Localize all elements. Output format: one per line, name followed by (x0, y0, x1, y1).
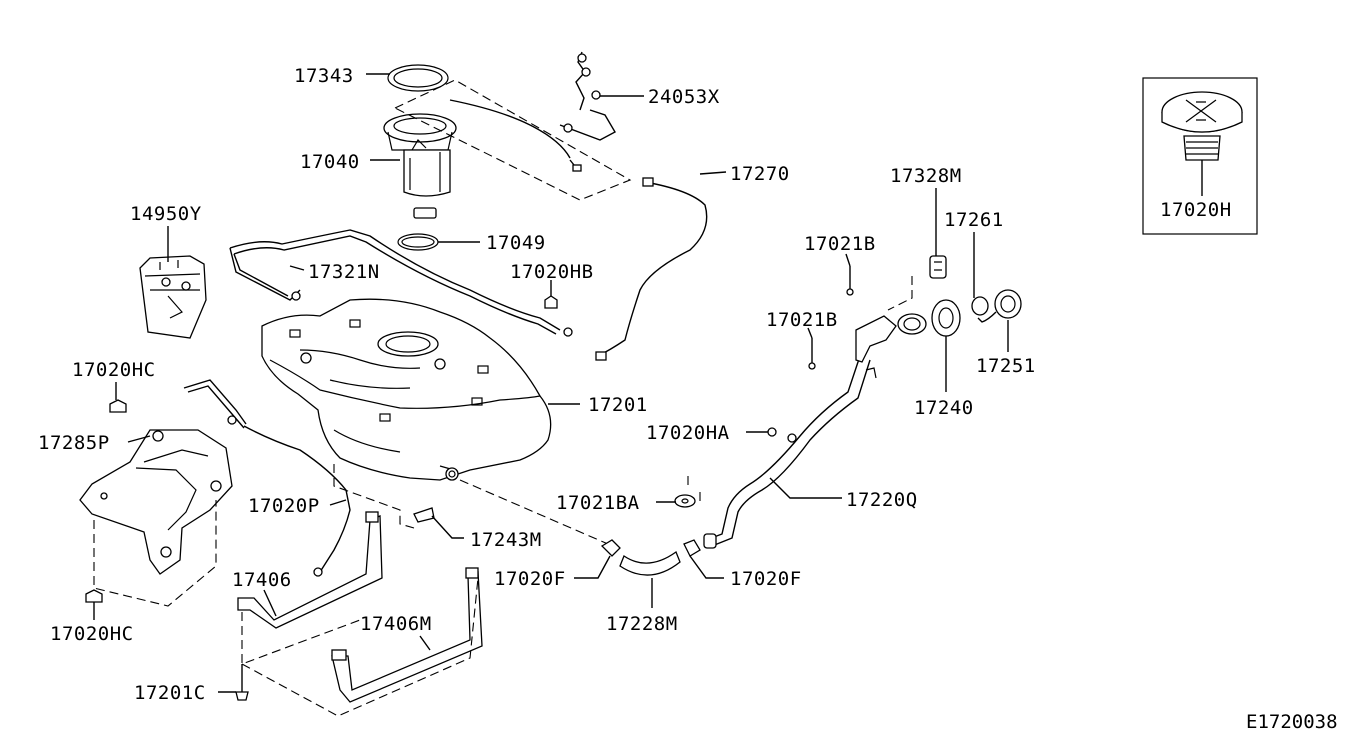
label-17220q: 17220Q (846, 489, 918, 511)
clip-17328m (929, 255, 947, 279)
label-24053x: 24053X (648, 86, 720, 108)
label-17020f-left: 17020F (494, 568, 566, 590)
drain-plug-inset (1142, 77, 1258, 235)
hose-clamp-left (600, 539, 621, 557)
label-17343: 17343 (294, 65, 354, 87)
label-17021b-mid: 17021B (766, 309, 838, 331)
evap-canister (139, 255, 207, 339)
label-17228m: 17228M (606, 613, 678, 635)
heat-shield-outline (93, 500, 217, 607)
filler-tube (703, 313, 927, 549)
fuel-pump-assembly (383, 113, 457, 219)
label-17021b-top: 17021B (804, 233, 876, 255)
label-17321n: 17321N (308, 261, 380, 283)
vent-tube-assembly (229, 229, 573, 337)
washer-17021ba (674, 494, 696, 508)
fuel-pump-ring-gasket (387, 64, 449, 92)
label-17020h: 17020H (1160, 199, 1232, 221)
fuel-pump-wire-harness (449, 51, 616, 172)
screw-17021b-top (846, 266, 854, 296)
tube-clip-harness (183, 379, 351, 577)
filler-cap-seal (971, 296, 989, 316)
label-17020f-right: 17020F (730, 568, 802, 590)
label-17020hc-bottom: 17020HC (50, 623, 134, 645)
fuel-pump-o-ring (397, 233, 439, 251)
label-17251: 17251 (976, 355, 1036, 377)
clip-17020ha (767, 427, 777, 437)
fuel-tank (261, 298, 552, 481)
filler-hose (619, 550, 681, 576)
filler-gasket (931, 299, 961, 337)
hose-clamp-right (683, 539, 701, 557)
washer-outline (687, 476, 701, 506)
label-17201c: 17201C (134, 682, 206, 704)
fuel-sender-harness (595, 177, 708, 361)
tank-strap-17406m (331, 567, 483, 703)
pump-group-outline (393, 79, 632, 201)
leader-lines (93, 73, 1203, 693)
filler-outline (887, 276, 913, 311)
filler-cap (977, 289, 1022, 323)
label-17240: 17240 (914, 397, 974, 419)
tank-strap-17406 (237, 511, 383, 629)
strap-outline-left (241, 612, 361, 665)
label-17021ba: 17021BA (556, 492, 640, 514)
label-17020p: 17020P (248, 495, 320, 517)
label-17020ha: 17020HA (646, 422, 730, 444)
bolt-17201c (235, 664, 249, 701)
label-17406: 17406 (232, 569, 292, 591)
diagram-reference-code: E1720038 (1246, 711, 1338, 733)
screw-17021b-mid (808, 338, 816, 370)
label-17261: 17261 (944, 209, 1004, 231)
label-17020hb: 17020HB (510, 261, 594, 283)
label-17285p: 17285P (38, 432, 110, 454)
clip-17020hc-bottom (85, 589, 103, 603)
label-17243m: 17243M (470, 529, 542, 551)
label-17328m: 17328M (890, 165, 962, 187)
label-17201: 17201 (588, 394, 648, 416)
clip-17020hb (544, 282, 558, 309)
heat-shield (79, 429, 233, 575)
label-17406m: 17406M (360, 613, 432, 635)
label-17020hc-top: 17020HC (72, 359, 156, 381)
filler-hose-outline (459, 479, 609, 545)
label-17049: 17049 (486, 232, 546, 254)
label-14950y: 14950Y (130, 203, 202, 225)
label-17040: 17040 (300, 151, 360, 173)
clip-17020hc-top (109, 399, 127, 413)
label-17270: 17270 (730, 163, 790, 185)
